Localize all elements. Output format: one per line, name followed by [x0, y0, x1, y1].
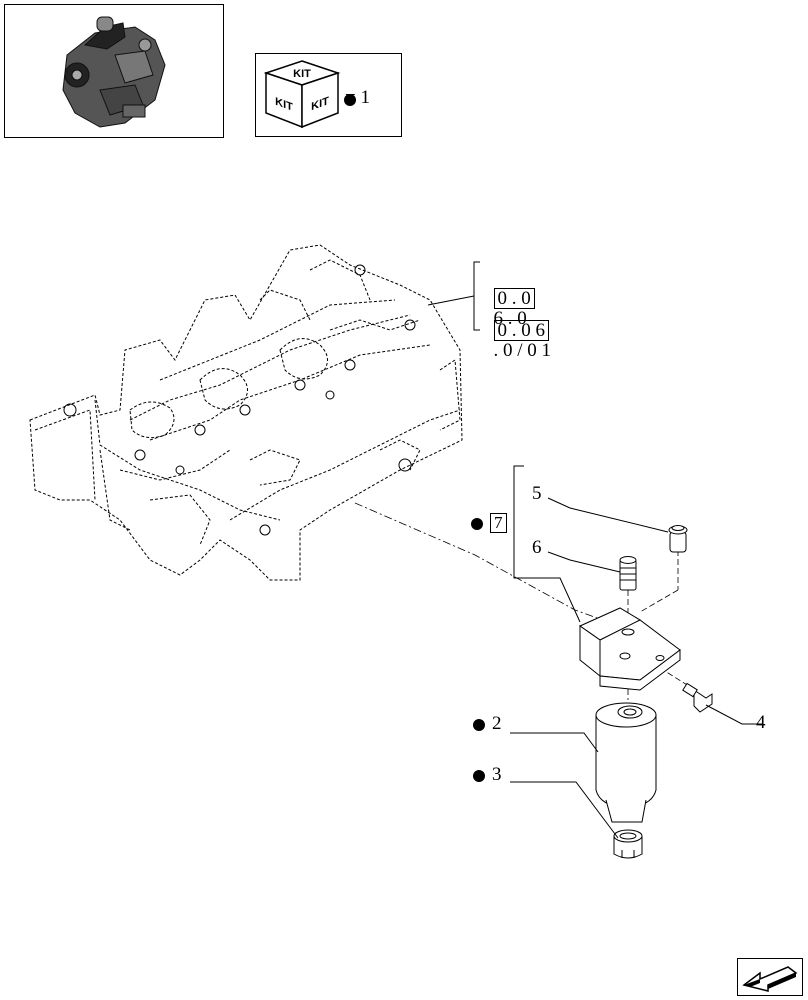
arrow-back-icon — [742, 966, 798, 992]
engine-thumbnail — [4, 4, 224, 138]
kit-cube-icon: KIT KIT KIT — [263, 60, 341, 129]
kit-equals-text: = 1 — [345, 87, 370, 108]
callout-7-bullet — [471, 518, 483, 530]
kit-legend: KIT KIT KIT — [255, 53, 402, 137]
part-7-bracket — [513, 465, 581, 623]
reference-code-2[interactable]: 0 . 0 6 . 0 / 0 1 — [484, 300, 551, 361]
kit-bullet — [344, 94, 356, 106]
part-6-fitting — [619, 556, 637, 591]
reference-code-2-boxed: 0 . 0 6 — [493, 320, 549, 341]
part-2-filter-cartridge — [595, 702, 657, 823]
reference-bracket — [427, 261, 480, 331]
cylinder-head-bolts — [63, 264, 416, 536]
reference-code-2-rest: . 0 / 0 1 — [493, 340, 552, 361]
part-5-fitting — [668, 525, 688, 553]
part-3-drain-cap — [613, 829, 643, 859]
kit-text-top: KIT — [293, 68, 311, 80]
callout-2[interactable]: 2 — [492, 713, 502, 734]
engine-thumbnail-icon — [62, 16, 166, 128]
leader-3 — [510, 781, 619, 839]
reference-code-1-rest: 6 . 0 — [493, 308, 527, 329]
leader-4 — [705, 704, 762, 725]
part-4-bolt — [682, 682, 713, 713]
callout-7[interactable]: 7 — [490, 513, 507, 533]
leader-6 — [547, 551, 621, 573]
reference-code-1[interactable]: 0 . 0 6 . 0 — [484, 268, 535, 329]
callout-4[interactable]: 4 — [756, 712, 766, 733]
callout-3-bullet — [473, 770, 485, 782]
nav-back-button[interactable] — [737, 958, 803, 996]
leader-lines — [510, 497, 762, 839]
callout-6[interactable]: 6 — [532, 537, 542, 558]
mounting-bracket — [578, 607, 681, 691]
callout-5[interactable]: 5 — [532, 483, 542, 504]
screw-axis-link — [639, 589, 679, 613]
callout-3[interactable]: 3 — [492, 764, 502, 785]
leader-2 — [510, 732, 599, 753]
assembly-centerline — [354, 502, 626, 629]
callout-2-bullet — [473, 719, 485, 731]
leader-5 — [547, 497, 669, 533]
cylinder-head-outline — [29, 244, 463, 581]
